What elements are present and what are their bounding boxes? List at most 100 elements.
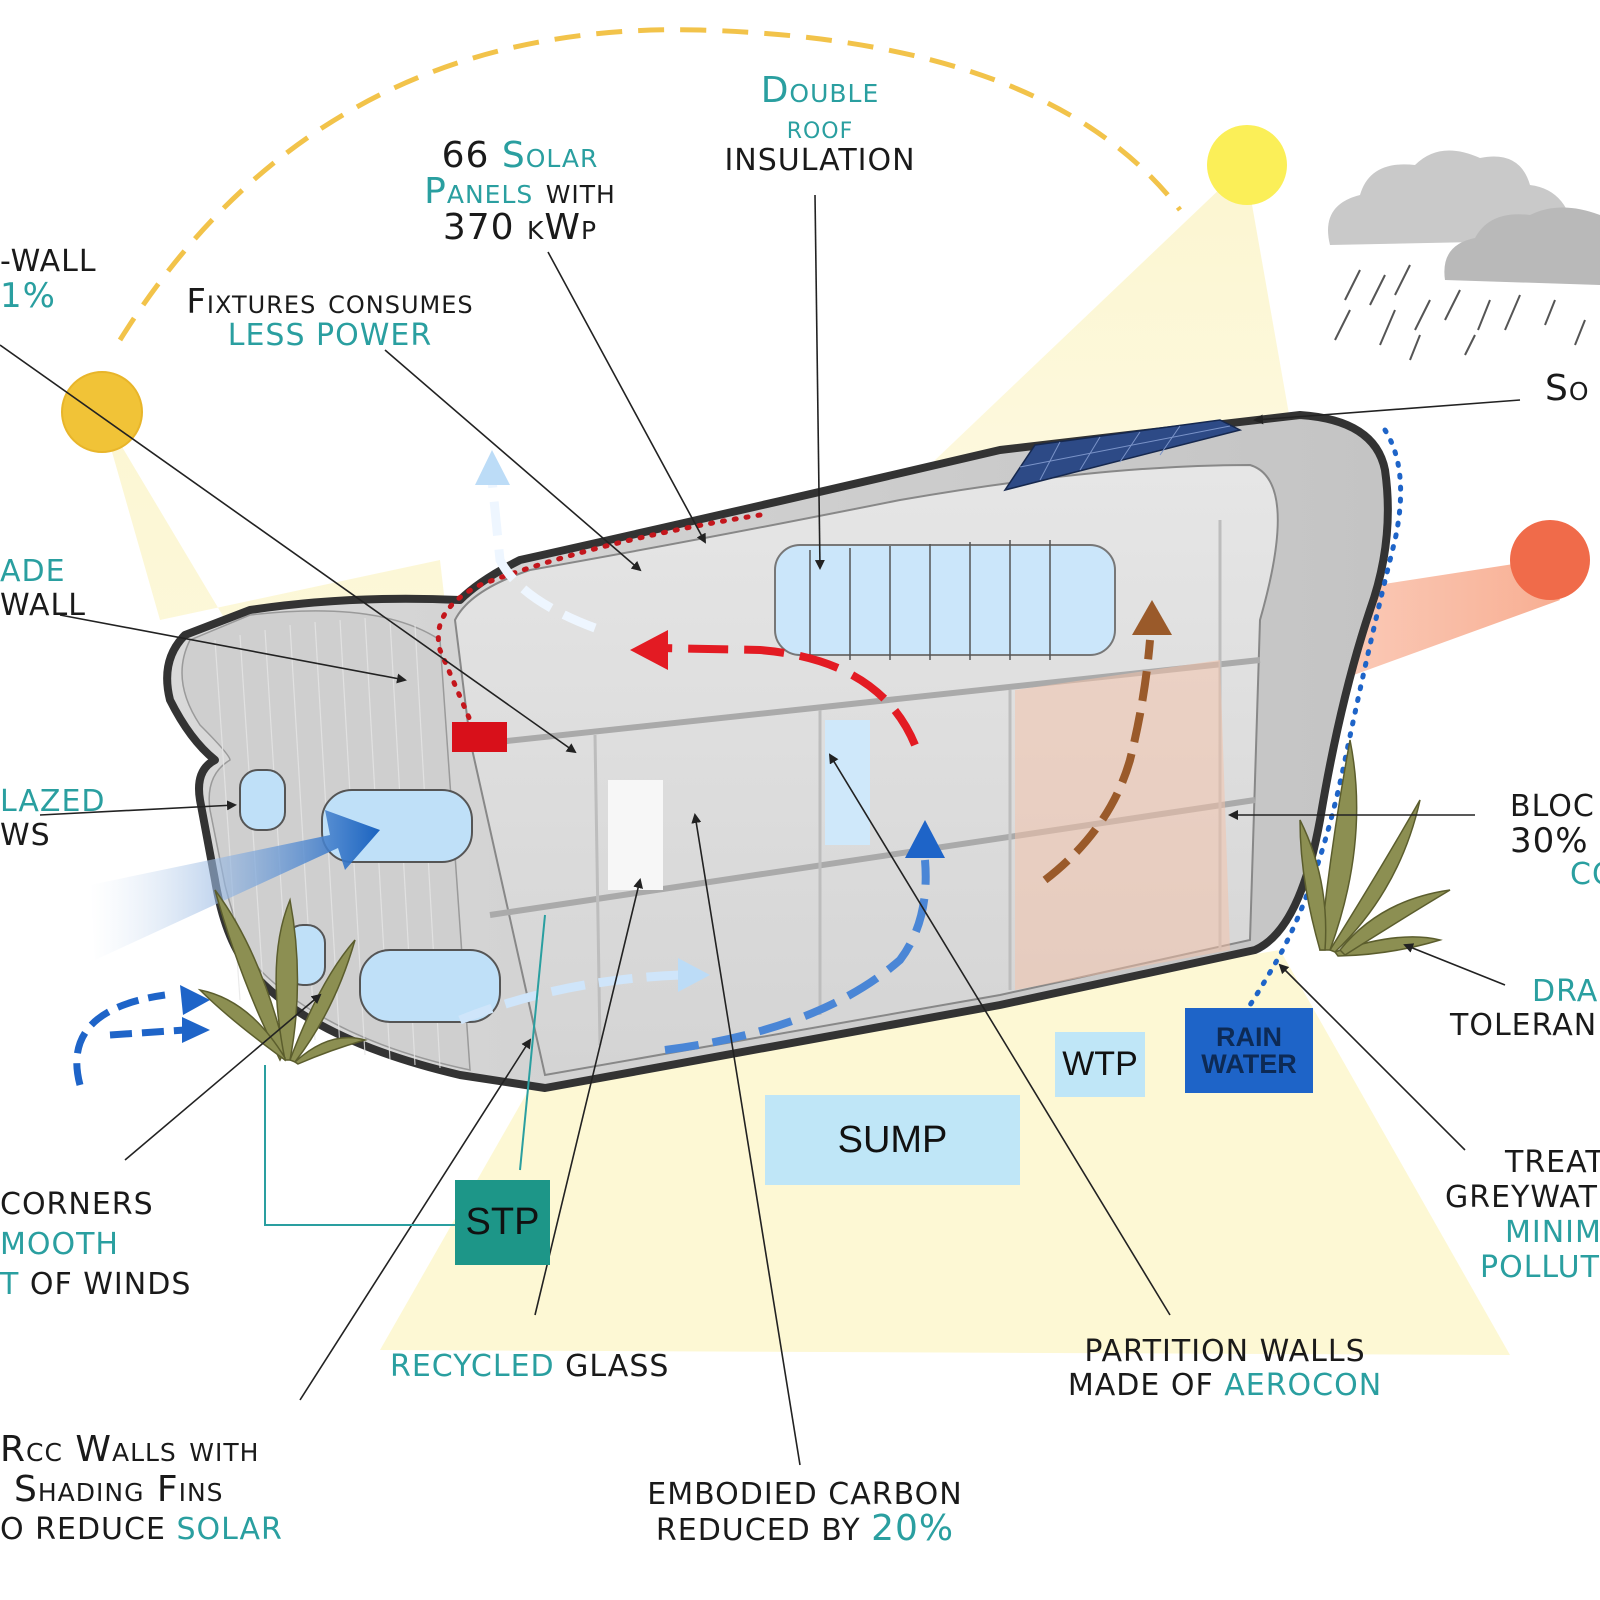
label-rcc-walls: Rcc Walls with Shading Fins o reduce sol… bbox=[0, 1430, 283, 1550]
wtp-label: WTP bbox=[1062, 1045, 1138, 1083]
rain-dotted-line bbox=[1247, 427, 1404, 1008]
rain-water-box-bg bbox=[1185, 1008, 1313, 1093]
corners-winds: of winds bbox=[19, 1267, 192, 1302]
label-facade: ade wall bbox=[0, 555, 86, 623]
hot-air-arrow-red bbox=[659, 644, 919, 747]
solar-word: Solar bbox=[501, 135, 599, 176]
facade-line-1: ade bbox=[0, 554, 66, 589]
wall-top-line-1: -wall bbox=[0, 244, 97, 279]
plant-right-icon bbox=[1299, 739, 1451, 957]
rcc-line-3: o reduce solar bbox=[0, 1510, 283, 1550]
ground-wind-arrow-2 bbox=[109, 1026, 186, 1039]
label-fixtures: Fixtures consumes less power bbox=[120, 285, 540, 353]
rain-cloud-icon bbox=[1328, 150, 1600, 361]
sun-top-icon bbox=[1207, 125, 1287, 205]
drain-line-1: dra bbox=[1532, 974, 1599, 1009]
partition-made: made of bbox=[1067, 1368, 1225, 1403]
embodied-line-1: embodied carbon bbox=[647, 1477, 963, 1512]
treat-line-2: greywat bbox=[1445, 1180, 1598, 1215]
rcc-line-2: Shading Fins bbox=[14, 1469, 224, 1510]
heat-dotted-line bbox=[435, 512, 763, 723]
embodied-percent: 20% bbox=[871, 1508, 955, 1549]
label-embodied-carbon: embodied carbon reduced by 20% bbox=[620, 1478, 990, 1548]
window-left-1 bbox=[239, 769, 286, 831]
with-word: with bbox=[533, 171, 616, 212]
treat-line-3: minim bbox=[1505, 1215, 1600, 1250]
corners-line-3: t of winds bbox=[0, 1265, 191, 1305]
partition-line-2: made of aerocon bbox=[1040, 1369, 1410, 1403]
label-glazed: lazed ws bbox=[0, 785, 106, 853]
sump-box-bg bbox=[765, 1095, 1020, 1185]
rcc-solar: solar bbox=[176, 1512, 283, 1547]
label-solar-right: So bbox=[1545, 368, 1590, 409]
corners-line-1: corners bbox=[0, 1187, 154, 1222]
cool-air-arrowhead-light bbox=[475, 450, 510, 485]
label-blocks: Bloc 30% co bbox=[1510, 790, 1600, 892]
partition-aerocon: aerocon bbox=[1224, 1368, 1383, 1403]
heater-unit bbox=[452, 722, 507, 752]
fixtures-line-1: Fixtures consumes bbox=[186, 282, 474, 322]
double-word: Double bbox=[760, 70, 880, 111]
label-corners: corners mooth t of winds bbox=[0, 1185, 191, 1305]
ground-wind-arrowhead-2 bbox=[182, 1017, 210, 1043]
label-recycled-glass: recycled glass bbox=[390, 1350, 669, 1384]
label-wall-top: -wall 1% bbox=[0, 244, 97, 316]
corners-line-2: mooth bbox=[0, 1227, 119, 1262]
interior-white-wall bbox=[608, 780, 663, 890]
corners-t: t bbox=[0, 1267, 20, 1302]
solar-capacity: 370 kWp bbox=[442, 207, 598, 248]
embodied-line-2: reduced by 20% bbox=[620, 1511, 990, 1548]
glazed-line-2: ws bbox=[0, 818, 51, 853]
roof-word: roof bbox=[786, 108, 854, 146]
drain-line-2: toleran bbox=[1450, 1008, 1598, 1043]
sun-red-icon bbox=[1510, 520, 1590, 600]
heat-zone bbox=[1015, 660, 1230, 990]
ground-wind-arrow bbox=[73, 991, 166, 1086]
wall-top-line-2: 1% bbox=[0, 276, 56, 316]
fixtures-line-2: less power bbox=[227, 318, 433, 353]
stp-box-bg bbox=[455, 1180, 550, 1265]
brown-arrowhead bbox=[1132, 600, 1172, 635]
rain-water-label: RAIN WATER bbox=[1185, 1008, 1313, 1093]
label-solar-panels: 66 Solar Panels with 370 kWp bbox=[380, 138, 660, 246]
label-drain: dra toleran bbox=[1450, 975, 1600, 1043]
hot-air-arrowhead-red bbox=[630, 630, 668, 670]
roof-solar-panels bbox=[1003, 419, 1243, 492]
solar-count: 66 bbox=[441, 135, 502, 176]
brown-air-arrow bbox=[1042, 639, 1154, 884]
facade-line-2: wall bbox=[0, 588, 86, 623]
blue-arrowhead bbox=[905, 820, 945, 858]
glazed-line-1: lazed bbox=[0, 784, 106, 819]
recycled-word: recycled bbox=[390, 1349, 555, 1384]
stp-label: STP bbox=[465, 1201, 540, 1243]
treat-line-1: treat bbox=[1505, 1145, 1600, 1180]
rcc-line-1: Rcc Walls with bbox=[0, 1429, 260, 1470]
window-left-4 bbox=[359, 949, 501, 1023]
blue-air-arrow bbox=[664, 859, 930, 1054]
treat-line-4: pollut bbox=[1480, 1250, 1600, 1285]
rcc-reduce: o reduce bbox=[0, 1512, 177, 1547]
sun-left-icon bbox=[61, 371, 143, 453]
solar-line-2: Panels with bbox=[380, 174, 660, 210]
glass-word: glass bbox=[554, 1349, 670, 1384]
cool-air-arrow-light bbox=[487, 479, 597, 633]
sun-path-arc bbox=[117, 27, 1182, 342]
ground-wind-arrowhead bbox=[180, 985, 210, 1015]
wind-arrow bbox=[90, 810, 380, 960]
blocks-line-2: 30% bbox=[1510, 821, 1589, 861]
blocks-line-1: Bloc bbox=[1510, 789, 1595, 824]
insulation-word: insulation bbox=[724, 143, 916, 178]
solar-line-1: 66 Solar bbox=[380, 138, 660, 174]
label-double-roof: Double roof insulation bbox=[700, 72, 940, 178]
embodied-reduced: reduced by bbox=[655, 1513, 872, 1548]
panels-word: Panels bbox=[424, 171, 534, 212]
label-treat: treat greywat minim pollut bbox=[1445, 1145, 1600, 1285]
sump-label: SUMP bbox=[837, 1118, 948, 1161]
blocks-line-3: co bbox=[1570, 857, 1600, 892]
light-blue-arrowhead bbox=[678, 958, 710, 992]
upper-glazing bbox=[774, 544, 1116, 656]
rain-word: RAIN bbox=[1216, 1021, 1282, 1052]
light-blue-air-arrow bbox=[458, 970, 681, 1025]
water-word: WATER bbox=[1201, 1048, 1297, 1079]
